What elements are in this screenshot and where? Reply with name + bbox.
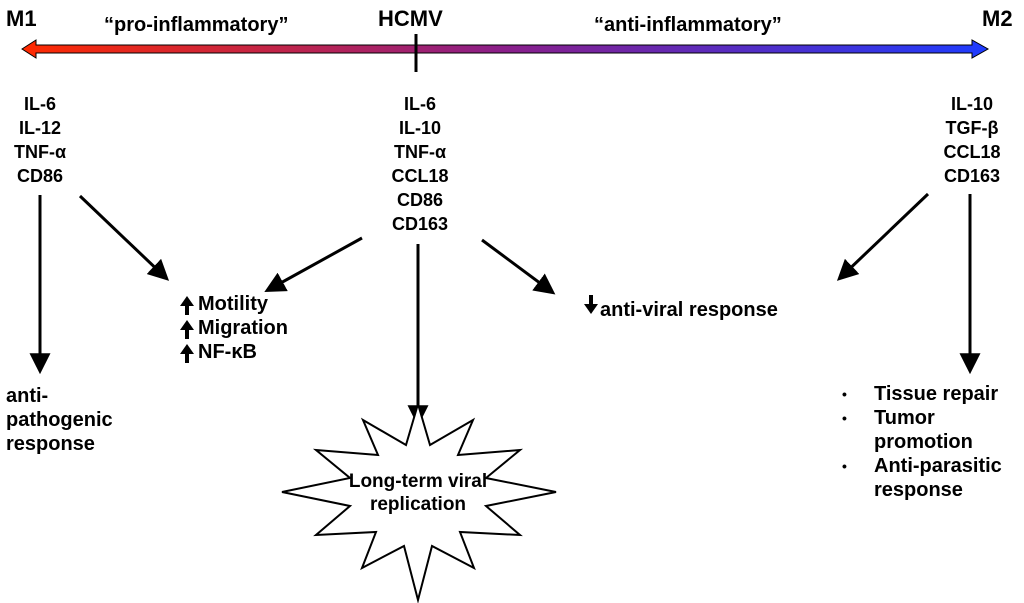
hcmv-marker: TNF-α — [393, 142, 447, 162]
m1-outcome-line: response — [6, 433, 95, 455]
hcmv-marker-list: IL-6 IL-10 TNF-α CCL18 CD86 CD163 — [378, 92, 462, 236]
up-arrow-icon — [180, 320, 194, 339]
bullet-icon: • — [842, 386, 847, 402]
m2-outcome-list: • Tissue repair • Tumor promotion • Anti… — [840, 382, 1014, 502]
down-arrow-icon — [584, 295, 598, 314]
m2-outcome-text: Anti-parasitic response — [874, 455, 1002, 501]
m2-outcome-item: • Tissue repair — [840, 382, 1014, 406]
m1-outcome-line: pathogenic — [6, 409, 113, 431]
upregulated-item: NF-κB — [198, 341, 257, 363]
pro-inflammatory-label: “pro-inflammatory” — [104, 14, 289, 36]
m1-to-motility-arrow — [78, 194, 170, 281]
m2-marker: TGF-β — [945, 118, 999, 138]
m2-marker-list: IL-10 TGF-β CCL18 CD163 — [932, 92, 1012, 188]
m2-label: M2 — [982, 6, 1013, 31]
upregulated-list: Motility Migration NF-κB — [198, 292, 288, 364]
m2-outcome-text: Tumor promotion — [874, 407, 973, 453]
m1-marker: TNF-α — [13, 142, 67, 162]
bullet-icon: • — [842, 410, 847, 426]
m1-marker-list: IL-6 IL-12 TNF-α CD86 — [10, 92, 70, 188]
m1-marker: CD86 — [16, 166, 64, 186]
gradient-axis-arrow — [21, 39, 990, 59]
hcmv-to-antiviral-arrow — [481, 238, 556, 295]
up-arrow-icon — [180, 344, 194, 363]
m2-to-antiviral-arrow — [836, 192, 930, 281]
m2-marker: IL-10 — [950, 94, 993, 114]
hcmv-marker: IL-6 — [403, 94, 436, 114]
hcmv-marker: CD86 — [396, 190, 444, 210]
hcmv-marker: CD163 — [391, 214, 449, 234]
hcmv-marker: CCL18 — [391, 166, 449, 186]
m2-marker: CD163 — [943, 166, 1001, 186]
replication-starburst — [281, 400, 557, 603]
m1-outcome: anti- pathogenic response — [6, 384, 113, 456]
hcmv-to-motility-arrow — [264, 236, 363, 293]
anti-inflammatory-label: “anti-inflammatory” — [594, 14, 782, 36]
upregulated-item: Migration — [198, 317, 288, 339]
m1-outcome-line: anti- — [6, 385, 49, 407]
m2-outcome-text: Tissue repair — [874, 383, 999, 405]
m1-marker: IL-12 — [18, 118, 61, 138]
m1-marker: IL-6 — [23, 94, 56, 114]
replication-line: replication — [369, 494, 467, 515]
upregulated-item: Motility — [198, 293, 268, 315]
hcmv-marker: IL-10 — [398, 118, 441, 138]
m2-outcome-item: • Anti-parasitic response — [840, 454, 1014, 502]
m2-outcome-item: • Tumor promotion — [840, 406, 1014, 454]
up-arrow-icon — [180, 296, 194, 315]
bullet-icon: • — [842, 458, 847, 474]
m2-marker: CCL18 — [943, 142, 1001, 162]
m1-label: M1 — [6, 6, 37, 31]
hcmv-label: HCMV — [378, 6, 443, 31]
replication-label: Long-term viral replication — [330, 470, 506, 516]
replication-line: Long-term viral — [348, 471, 488, 492]
downregulated-label: anti-viral response — [600, 299, 778, 321]
